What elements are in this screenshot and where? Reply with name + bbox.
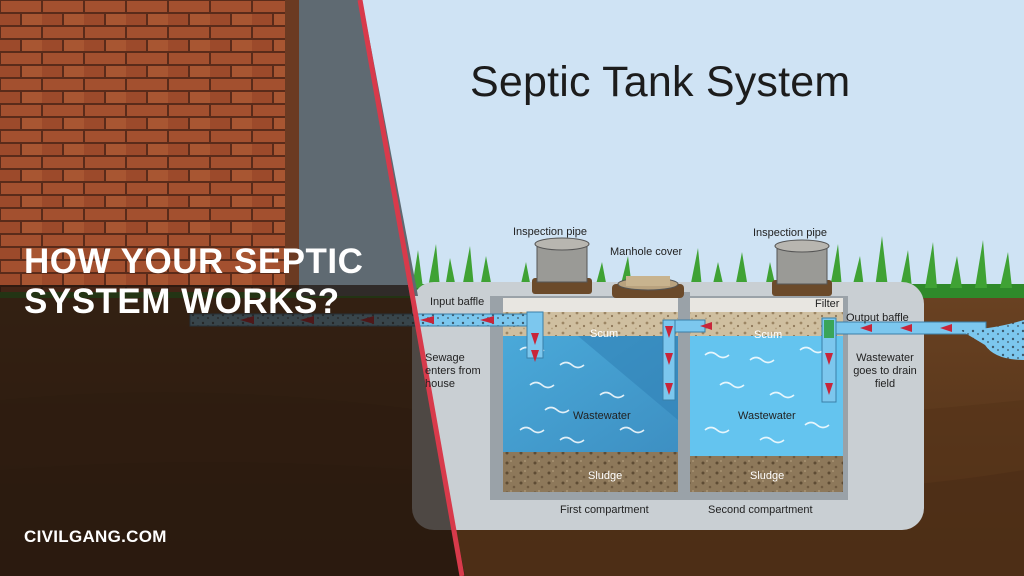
label-sludge-right: Sludge bbox=[750, 470, 785, 482]
diagram-title: Septic Tank System bbox=[470, 58, 851, 106]
wall-edge bbox=[285, 0, 299, 292]
label-filter: Filter bbox=[815, 298, 840, 310]
sludge-layer-left bbox=[503, 452, 678, 492]
label-wastewater-right: Wastewater bbox=[738, 410, 796, 422]
label-inspection-pipe-left: Inspection pipe bbox=[513, 226, 587, 238]
sludge-layer-right bbox=[690, 456, 843, 492]
flow-shade bbox=[503, 336, 678, 420]
label-scum-right: Scum bbox=[754, 329, 783, 341]
scum-layer-right bbox=[690, 312, 843, 336]
left-dark-overlay bbox=[0, 285, 465, 576]
wastewater-right bbox=[690, 336, 843, 458]
inspection-pipe-left bbox=[532, 237, 592, 294]
label-scum-left: Scum bbox=[590, 328, 619, 340]
label-manhole-cover: Manhole cover bbox=[610, 246, 683, 258]
label-first-compartment: First compartment bbox=[560, 504, 649, 516]
drain-field-spray bbox=[960, 320, 1024, 360]
partition-wall bbox=[678, 292, 690, 496]
label-inspection-pipe-right: Inspection pipe bbox=[753, 227, 827, 239]
label-sludge-left: Sludge bbox=[588, 470, 623, 482]
flow-arrows bbox=[240, 316, 952, 395]
label-second-compartment: Second compartment bbox=[708, 504, 813, 516]
wave-marks bbox=[519, 346, 830, 444]
manhole-cover-shape bbox=[612, 276, 684, 298]
brand-watermark: CIVILGANG.COM bbox=[24, 527, 167, 546]
house-foundation bbox=[299, 0, 418, 296]
diagonal-accent-line bbox=[357, 0, 465, 576]
headline: HOW YOUR SEPTIC SYSTEM WORKS? bbox=[24, 242, 364, 321]
filter-element bbox=[824, 320, 834, 338]
inspection-pipe-right bbox=[772, 239, 832, 296]
label-sewage-enters: Sewage enters from house bbox=[425, 352, 481, 390]
label-wastewater-left: Wastewater bbox=[573, 410, 631, 422]
label-output-baffle: Output baffle bbox=[846, 312, 909, 324]
label-input-baffle: Input baffle bbox=[430, 296, 485, 308]
house-brick-wall bbox=[0, 0, 290, 292]
label-wastewater-goes: Wastewater goes to drain field bbox=[853, 352, 917, 390]
